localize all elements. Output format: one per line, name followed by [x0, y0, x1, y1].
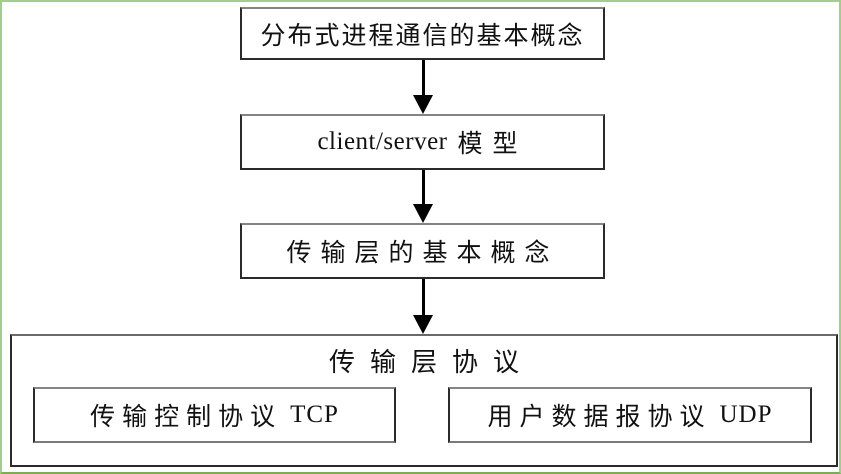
flow-arrow-3 [412, 279, 434, 334]
group-title: 传输层协议 [328, 347, 534, 377]
udp-label-zh: 用户数据报协议 [487, 404, 712, 431]
flow-node-transport-layer-concepts: 传输层的基本概念 [240, 223, 605, 279]
group-box-transport-protocols: 传输层协议 传输控制协议 TCP 用户数据报协议 UDP [10, 334, 838, 467]
flow-node-tcp: 传输控制协议 TCP [33, 387, 396, 443]
flow-node-udp: 用户数据报协议 UDP [448, 387, 812, 443]
flow-node-client-server-model: client/server 模型 [240, 114, 605, 170]
arrow-head-icon [413, 204, 433, 223]
flow-node-distributed-ipc-concepts: 分布式进程通信的基本概念 [240, 7, 605, 60]
flow-node-label: 分布式进程通信的基本概念 [260, 22, 585, 50]
arrow-head-icon [413, 95, 433, 114]
arrow-line [421, 279, 425, 315]
tcp-label-en: TCP [290, 401, 339, 428]
flow-node-label-zh: 模型 [457, 131, 528, 158]
flow-node-label: 传输层的基本概念 [286, 240, 559, 267]
udp-label-en: UDP [719, 401, 773, 428]
flow-arrow-1 [412, 60, 434, 114]
arrow-line [421, 60, 425, 95]
flow-node-label-latin: client/server [317, 128, 448, 155]
tcp-label-zh: 传输控制协议 [90, 404, 283, 431]
flow-arrow-2 [412, 170, 434, 223]
arrow-head-icon [413, 315, 433, 334]
arrow-line [421, 170, 425, 204]
